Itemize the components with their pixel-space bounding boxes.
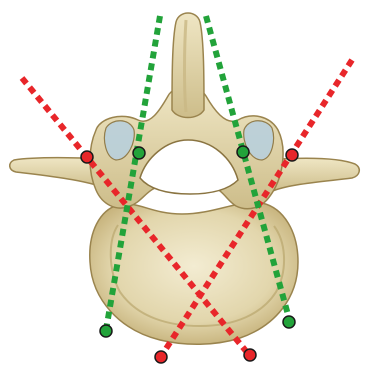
green-marker-left-upper [133, 147, 145, 159]
red-marker-right-upper [286, 149, 298, 161]
red-marker-right-lower [244, 349, 256, 361]
vertebral-body [90, 202, 298, 344]
spinous-process [172, 13, 204, 118]
green-marker-right-upper [237, 146, 249, 158]
spinous-process-shade [185, 20, 187, 112]
green-marker-right-lower [283, 316, 295, 328]
green-marker-left-lower [100, 325, 112, 337]
red-marker-left-lower [155, 351, 167, 363]
red-marker-left-upper [81, 151, 93, 163]
